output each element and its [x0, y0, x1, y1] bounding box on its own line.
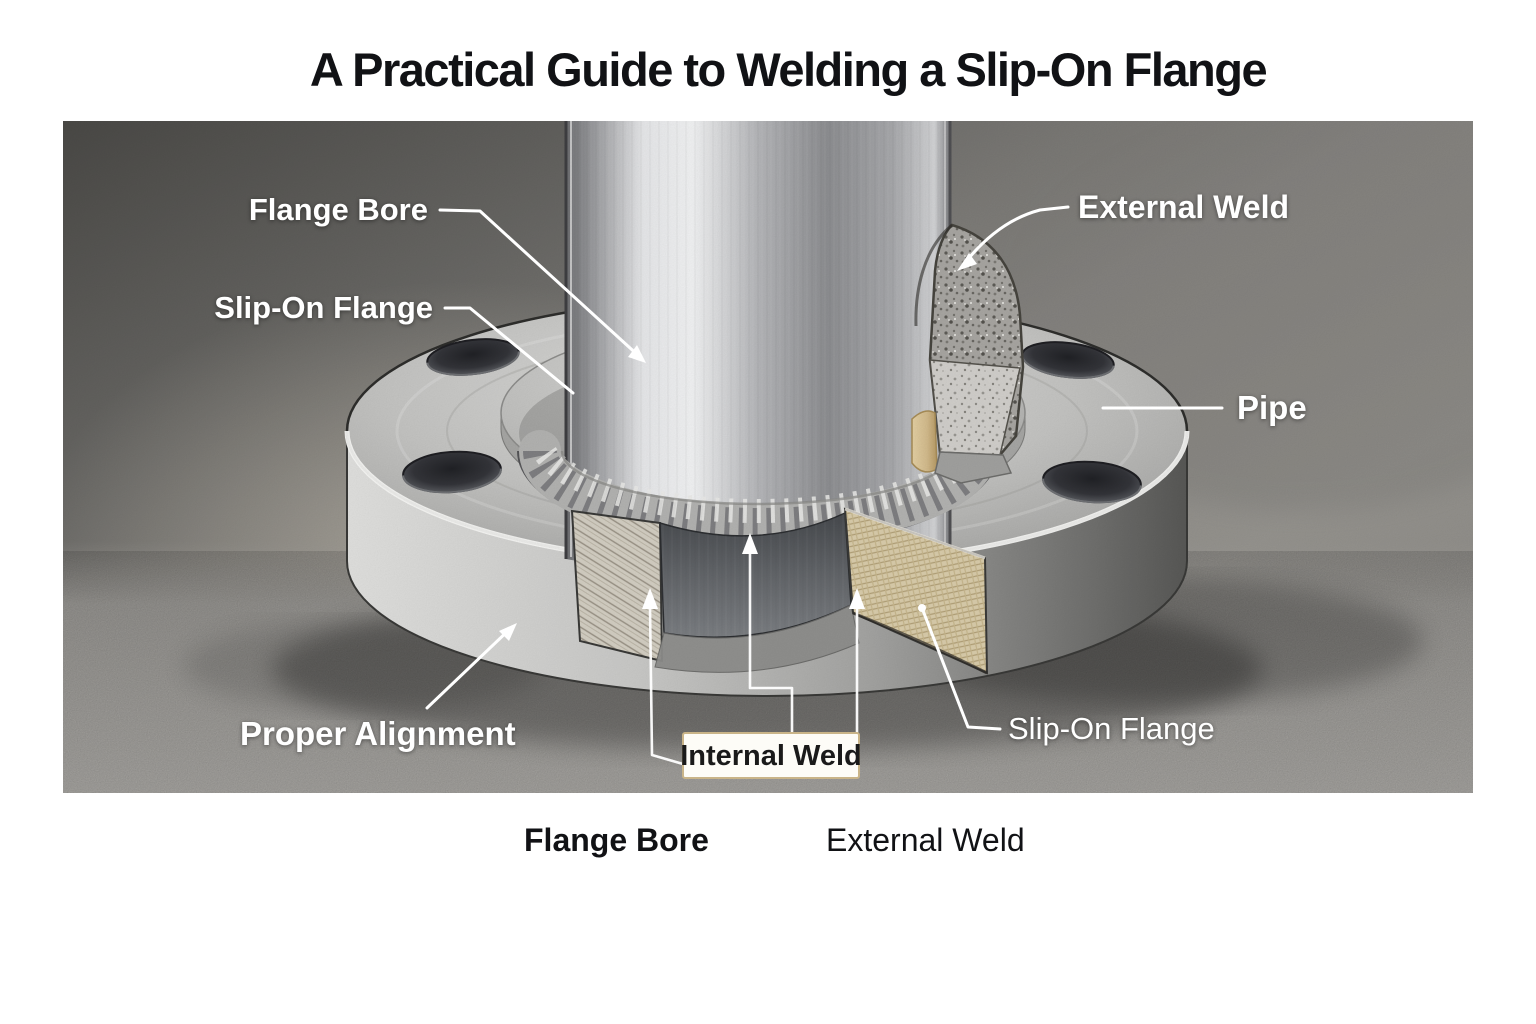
label-flange-bore: Flange Bore: [249, 192, 428, 227]
page-title: A Practical Guide to Welding a Slip-On F…: [309, 43, 1268, 96]
illustration-svg: Flange Bore Slip-On Flange External Weld…: [33, 71, 1536, 821]
caption-external-weld: External Weld: [826, 822, 1025, 858]
flange-welding-illustration: Flange Bore Slip-On Flange External Weld…: [33, 71, 1536, 821]
label-external-weld: External Weld: [1078, 189, 1289, 225]
internal-weld-callout: Internal Weld: [680, 732, 862, 779]
label-internal-weld: Internal Weld: [680, 740, 862, 772]
figure-captions: Flange Bore External Weld: [0, 822, 1536, 872]
caption-flange-bore: Flange Bore: [524, 822, 709, 858]
label-slip-on-flange: Slip-On Flange: [214, 290, 433, 325]
label-pipe: Pipe: [1237, 389, 1307, 426]
labels: Flange Bore Slip-On Flange External Weld…: [214, 189, 1307, 779]
leader-lines: [425, 205, 1224, 766]
grain-overlay: [63, 121, 1473, 793]
label-proper-alignment: Proper Alignment: [240, 715, 516, 752]
label-slip-on-flange-lower: Slip-On Flange: [1008, 711, 1215, 746]
